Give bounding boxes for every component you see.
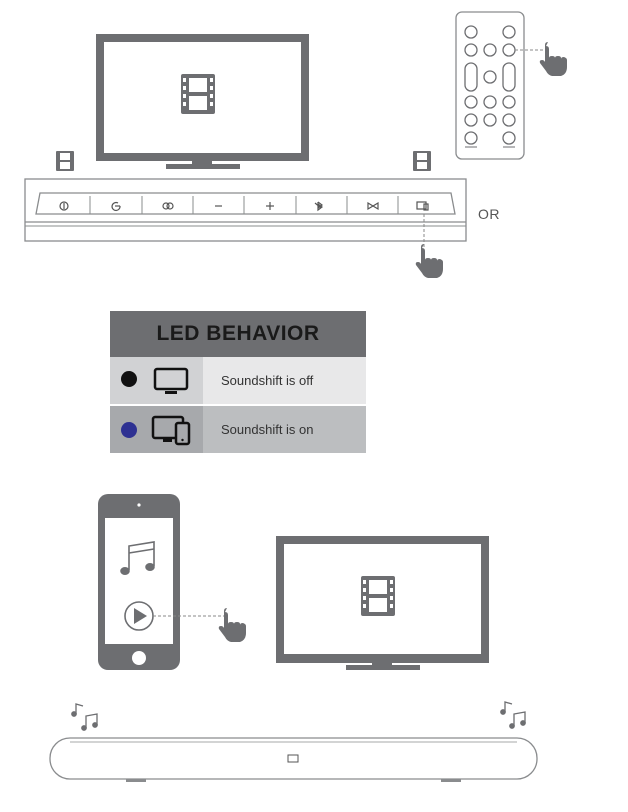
hand-pointer-icon <box>539 42 567 76</box>
led-dot-black <box>121 371 137 387</box>
film-icon <box>413 151 431 171</box>
led-row-text: Soundshift is on <box>221 422 314 437</box>
soundbar-source-button[interactable] <box>111 201 121 212</box>
or-label: OR <box>478 206 500 222</box>
led-dot-blue <box>121 422 137 438</box>
soundbar-power-button[interactable] <box>59 201 69 211</box>
led-table-title: LED BEHAVIOR <box>156 322 320 345</box>
led-row-on: Soundshift is on <box>110 406 366 453</box>
soundbar-connect-button[interactable] <box>367 201 379 211</box>
play-button-icon[interactable] <box>124 601 154 631</box>
remote-control <box>455 11 525 160</box>
top-soundbar <box>24 178 467 242</box>
tv-icon <box>153 367 189 394</box>
led-behavior-table: LED BEHAVIOR Soundshift is off <box>110 311 366 453</box>
led-row-text: Soundshift is off <box>221 373 314 388</box>
led-row-off: Soundshift is off <box>110 357 366 406</box>
film-icon <box>361 576 395 616</box>
hand-pointer-icon <box>415 244 443 278</box>
soundbar-soundshift-button[interactable] <box>416 201 429 211</box>
bottom-soundbar <box>49 737 538 782</box>
music-note-icon <box>120 541 155 575</box>
smartphone <box>98 494 180 670</box>
top-tv <box>96 34 309 169</box>
soundbar-volume-up-button[interactable] <box>266 202 274 210</box>
hand-pointer-icon <box>218 608 246 642</box>
devices-icon <box>151 415 191 446</box>
film-icon <box>56 151 74 171</box>
led-table-header: LED BEHAVIOR <box>110 311 366 357</box>
film-icon <box>181 74 215 114</box>
bottom-tv <box>276 536 489 670</box>
soundbar-bluetooth-button[interactable] <box>314 201 323 212</box>
music-notes-right-icon <box>500 701 526 729</box>
music-notes-left-icon <box>71 703 98 731</box>
soundbar-link-button[interactable] <box>162 202 174 210</box>
soundshift-led-icon <box>287 754 299 763</box>
